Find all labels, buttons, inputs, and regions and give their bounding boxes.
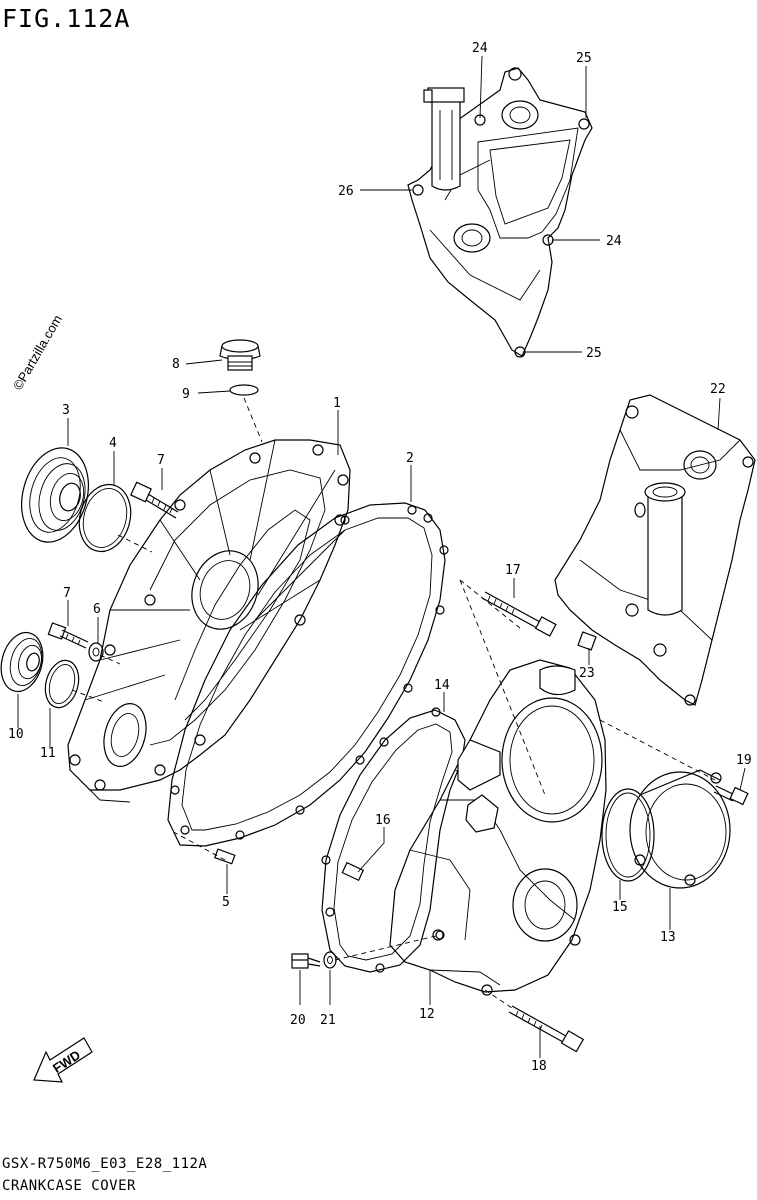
part-dowel-16	[341, 861, 365, 882]
part-cover-gasket	[167, 502, 449, 847]
part-generator-cover	[389, 659, 607, 996]
forward-direction-arrow: FWD	[33, 1037, 93, 1083]
assembly-guide-lines	[71, 397, 716, 1009]
callout-16: 16	[375, 813, 391, 828]
part-bolt-7a	[129, 481, 179, 519]
part-sprocket-cover-bracket	[407, 67, 593, 358]
callout-25: 25	[576, 51, 592, 66]
callout-8: 8	[172, 357, 180, 372]
part-o-ring-15	[601, 788, 655, 882]
callout-7: 7	[157, 453, 165, 468]
callout-4: 4	[109, 436, 117, 451]
part-oil-filler-cap-8	[219, 339, 261, 371]
model-code: GSX-R750M6_E03_E28_112A	[2, 1156, 208, 1172]
callout-17: 17	[505, 563, 521, 578]
part-generator-gasket	[321, 707, 466, 973]
callout-22: 22	[710, 382, 726, 397]
part-washer-21	[323, 951, 337, 969]
part-cap-3	[21, 447, 89, 543]
part-cap-10	[0, 631, 44, 693]
callout-6: 6	[93, 602, 101, 617]
callout-24: 24	[606, 234, 622, 249]
callout-labels: 24 25 26 24 25 8 9 3 4 7 1 2 22 7 6 10 1…	[8, 41, 752, 1074]
callout-1: 1	[333, 396, 341, 411]
callout-7: 7	[63, 586, 71, 601]
callout-23: 23	[579, 666, 595, 681]
callout-leaders	[17, 55, 746, 1058]
part-bolt-19	[713, 785, 749, 806]
part-washer-6	[88, 642, 104, 662]
callout-11: 11	[40, 746, 56, 761]
callout-21: 21	[320, 1013, 336, 1028]
callout-19: 19	[736, 753, 752, 768]
figure-title: FIG.112A	[2, 4, 131, 33]
part-bolt-7b	[47, 622, 89, 649]
part-o-ring-9	[229, 384, 259, 396]
callout-18: 18	[531, 1059, 547, 1074]
callout-15: 15	[612, 900, 628, 915]
part-bolt-18	[508, 1005, 585, 1053]
callout-13: 13	[660, 930, 676, 945]
callout-5: 5	[222, 895, 230, 910]
callout-26: 26	[338, 184, 354, 199]
callout-25: 25	[586, 346, 602, 361]
part-small-cover-13	[629, 769, 731, 889]
callout-12: 12	[419, 1007, 435, 1022]
callout-10: 10	[8, 727, 24, 742]
part-dowel-pin-5	[214, 848, 236, 865]
callout-14: 14	[434, 678, 450, 693]
part-dowel-23	[577, 631, 597, 651]
callout-24: 24	[472, 41, 488, 56]
callout-2: 2	[406, 451, 414, 466]
part-o-ring-11	[44, 659, 80, 709]
callout-9: 9	[182, 387, 190, 402]
callout-20: 20	[290, 1013, 306, 1028]
figure-caption: CRANKCASE COVER	[2, 1178, 136, 1194]
part-bolt-17	[481, 591, 557, 637]
part-bolt-20	[291, 953, 321, 969]
part-sprocket-cover	[554, 394, 756, 706]
part-clutch-cover	[67, 439, 351, 803]
callout-3: 3	[62, 403, 70, 418]
